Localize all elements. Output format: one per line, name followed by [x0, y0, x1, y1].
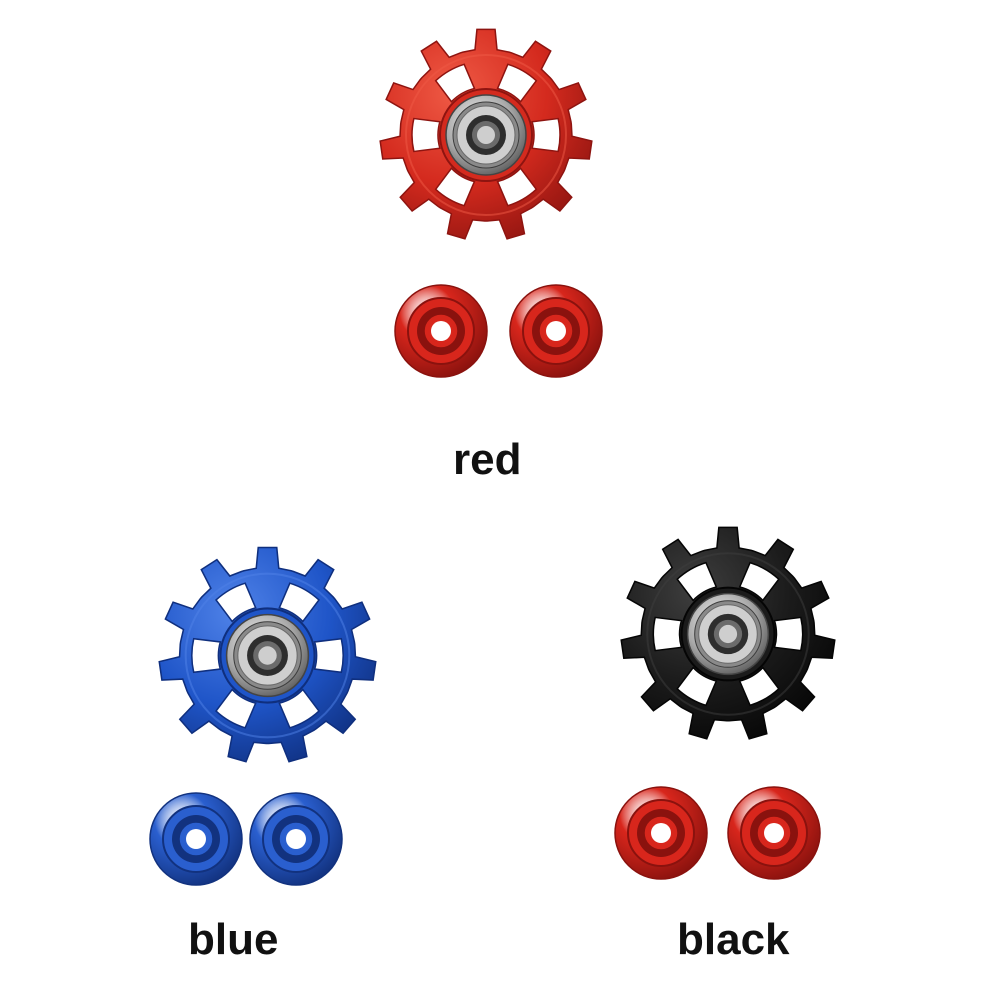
- pulley-wheel-black-icon: [620, 526, 836, 740]
- variant-label-black: black: [677, 915, 790, 964]
- product-variant-red: red: [379, 28, 603, 484]
- washer-red-left-icon: [394, 284, 488, 378]
- product-variant-black: black: [500, 500, 1000, 1000]
- washer-black-right-icon: [727, 786, 821, 880]
- washer-blue-right-icon: [249, 792, 343, 886]
- washer-red-right-icon: [509, 284, 603, 378]
- variant-label-blue: blue: [188, 915, 279, 964]
- pulley-wheel-red-icon: [379, 28, 593, 240]
- variant-label-red: red: [453, 435, 522, 484]
- washer-blue-left-icon: [149, 792, 243, 886]
- washer-black-left-icon: [614, 786, 708, 880]
- product-variant-blue: blue: [0, 500, 500, 1000]
- pulley-wheel-blue-icon: [158, 546, 377, 763]
